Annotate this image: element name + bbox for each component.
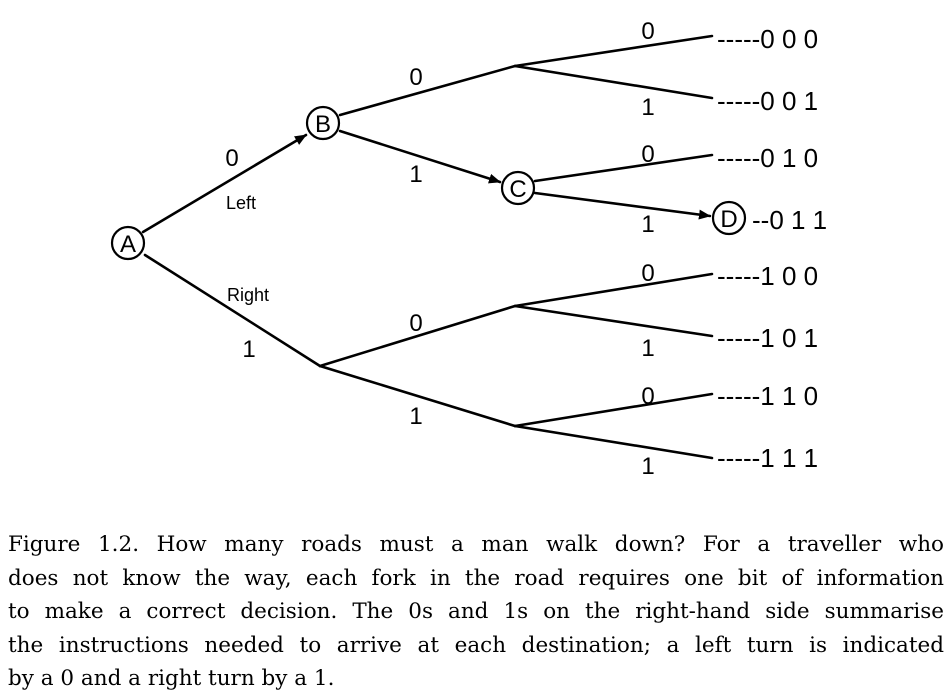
destination-code-100: -----1 0 0 bbox=[717, 261, 818, 291]
road-fork-tree-diagram: A B C D 0 Left Right 1 0 1 0 1 0 1 0 1 0… bbox=[110, 18, 827, 480]
node-a-label: A bbox=[120, 231, 136, 258]
destination-code-101: -----1 0 1 bbox=[717, 323, 818, 353]
caption-line: to make a correct decision. The 0s and 1… bbox=[8, 599, 944, 624]
edge-label-a-b-word: Left bbox=[226, 193, 256, 213]
destination-code-110: -----1 1 0 bbox=[717, 381, 818, 411]
destination-code-010: -----0 1 0 bbox=[717, 143, 818, 173]
edge-b-to-c bbox=[338, 129, 502, 184]
edge-sub-fork-to-101 bbox=[513, 304, 714, 338]
edge-right-fork-to-lower-sub-fork bbox=[318, 364, 517, 428]
edge-label-a-right-bit: 1 bbox=[242, 336, 255, 363]
edge-a-to-b bbox=[141, 133, 308, 234]
figure-caption: Figure 1.2. How many roads must a man wa… bbox=[8, 528, 944, 696]
node-a: A bbox=[110, 225, 146, 261]
edge-label-c-d-bit: 1 bbox=[641, 211, 654, 238]
node-c-label: C bbox=[509, 176, 526, 203]
edge-sub-fork-to-111 bbox=[513, 424, 714, 460]
destination-code-001: -----0 0 1 bbox=[717, 86, 818, 116]
edge-upper-fork-to-000 bbox=[513, 34, 714, 68]
edge-right-fork-to-upper-sub-fork bbox=[318, 304, 517, 368]
edge-c-to-d bbox=[533, 191, 712, 220]
destination-code-011: --0 1 1 bbox=[752, 205, 827, 235]
edge-c-to-010 bbox=[533, 153, 714, 183]
edge-upper-fork-to-001 bbox=[513, 64, 714, 100]
edge-b-to-upper-fork bbox=[338, 64, 517, 117]
edge-label-b-c-bit: 1 bbox=[409, 161, 422, 188]
edge-label-100-bit: 0 bbox=[641, 260, 654, 287]
caption-line: by a 0 and a right turn by a 1. bbox=[8, 666, 335, 691]
edge-label-a-b-bit: 0 bbox=[225, 145, 238, 172]
edge-sub-fork-to-110 bbox=[513, 392, 714, 428]
edge-label-right-lower-bit: 1 bbox=[409, 403, 422, 430]
node-d: D bbox=[711, 200, 747, 236]
caption-line: does not know the way, each fork in the … bbox=[8, 565, 944, 591]
node-c: C bbox=[500, 170, 536, 206]
caption-line: the instructions needed to arrive at eac… bbox=[8, 632, 944, 658]
edge-label-010-bit: 0 bbox=[641, 141, 654, 168]
destination-code-000: -----0 0 0 bbox=[717, 24, 818, 54]
edge-label-right-upper-bit: 0 bbox=[409, 310, 422, 337]
edge-label-000-bit: 0 bbox=[641, 18, 654, 45]
edge-label-111-bit: 1 bbox=[641, 453, 654, 480]
caption-line: Figure 1.2. How many roads must a man wa… bbox=[8, 532, 944, 557]
edge-label-b-upper-bit: 0 bbox=[409, 64, 422, 91]
edge-label-a-right-word: Right bbox=[227, 285, 269, 305]
edge-sub-fork-to-100 bbox=[513, 272, 714, 308]
node-d-label: D bbox=[720, 206, 737, 233]
node-b-label: B bbox=[315, 111, 331, 138]
edge-label-001-bit: 1 bbox=[641, 94, 654, 121]
edge-a-to-right-fork bbox=[143, 253, 322, 368]
edge-label-101-bit: 1 bbox=[641, 335, 654, 362]
node-b: B bbox=[305, 105, 341, 141]
destination-code-111: -----1 1 1 bbox=[717, 443, 818, 473]
edge-label-110-bit: 0 bbox=[641, 383, 654, 410]
